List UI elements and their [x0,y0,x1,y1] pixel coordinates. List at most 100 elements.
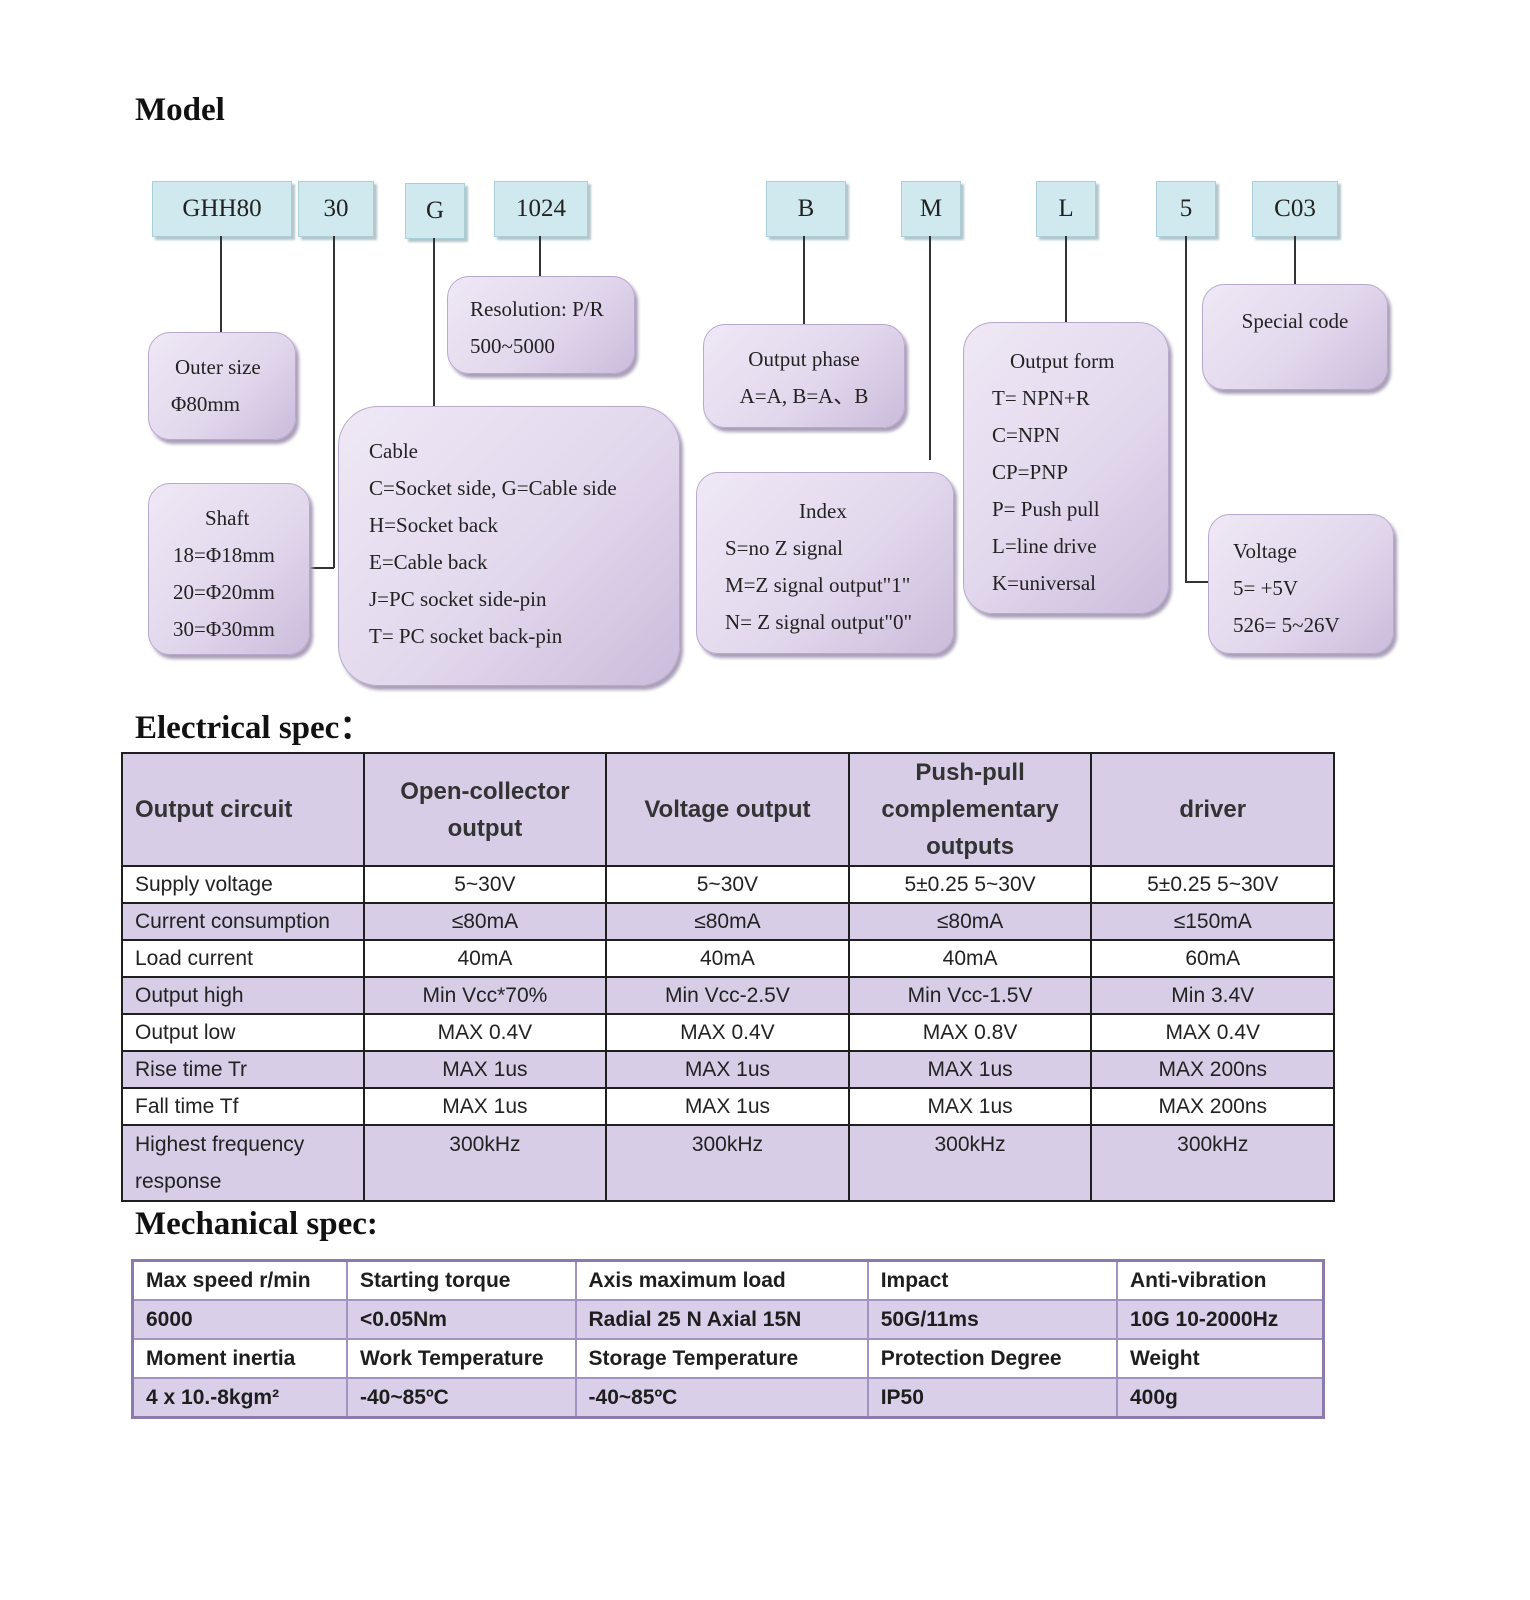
table-cell: Anti-vibration [1115,1259,1325,1301]
mechanical-spec-table: Max speed r/min Starting torque Axis max… [131,1259,1325,1419]
table-row: Supply voltage 5~30V 5~30V 5±0.25 5~30V … [121,865,1335,904]
table-cell: 6000 [131,1299,348,1340]
index-option: N= Z signal output"0" [725,610,913,634]
table-cell: 40mA [847,939,1093,978]
leader-special [1294,236,1296,284]
table-cell: 5±0.25 5~30V [847,865,1093,904]
leader-shaft-horizontal [310,567,334,569]
table-cell: 300kHz [847,1124,1093,1202]
leader-resolution [539,236,541,276]
table-cell: MAX 1us [605,1050,850,1089]
table-cell: Starting torque [345,1259,577,1301]
table-cell: 300kHz [605,1124,850,1202]
table-cell: MAX 1us [362,1050,608,1089]
table-cell: MAX 0.4V [1090,1013,1335,1052]
table-row: Load current 40mA 40mA 40mA 60mA [121,939,1335,978]
table-cell: 5~30V [605,865,850,904]
outer-size-title: Outer size [175,355,261,379]
code-cable: G [405,183,465,239]
leader-outer-size [220,236,222,332]
leader-index [929,236,931,460]
resolution-box: Resolution: P/R 500~5000 [447,276,635,374]
table-cell: Axis maximum load [574,1259,869,1301]
table-row: 6000 <0.05Nm Radial 25 N Axial 15N 50G/1… [131,1299,1325,1340]
output-form-option: L=line drive [992,534,1097,558]
table-row: Highest frequency response 300kHz 300kHz… [121,1124,1335,1202]
table-cell: 4 x 10.-8kgm² [131,1377,348,1419]
row-label: Fall time Tf [121,1087,365,1126]
leader-voltage-horizontal [1185,581,1209,583]
code-index: M [901,181,961,237]
electrical-spec-table: Output circuit Open-collector output Vol… [121,752,1335,1202]
cable-option: E=Cable back [369,550,488,574]
cable-title: Cable [369,439,418,463]
shaft-box: Shaft 18=Φ18mm 20=Φ20mm 30=Φ30mm [148,483,310,655]
output-form-option: C=NPN [992,423,1060,447]
index-title: Index [799,499,847,523]
row-label: Current consumption [121,902,365,941]
code-output-form: L [1036,181,1096,237]
header-cell: Output circuit [121,752,365,867]
table-cell: MAX 0.8V [847,1013,1093,1052]
index-option: S=no Z signal [725,536,844,560]
table-cell: -40~85ºC [574,1377,869,1419]
table-cell: MAX 1us [362,1087,608,1126]
table-cell: Min Vcc*70% [362,976,608,1015]
table-cell: ≤150mA [1090,902,1335,941]
row-label: Output high [121,976,365,1015]
table-cell: Work Temperature [345,1338,577,1379]
table-cell: 40mA [362,939,608,978]
leader-shaft [333,236,335,568]
table-cell: 40mA [605,939,850,978]
shaft-option: 18=Φ18mm [173,543,275,567]
table-cell: Moment inertia [131,1338,348,1379]
output-form-option: T= NPN+R [992,386,1090,410]
cable-box: Cable C=Socket side, G=Cable side H=Sock… [338,406,680,686]
special-code-box: Special code [1202,284,1388,390]
shaft-option: 30=Φ30mm [173,617,275,641]
electrical-spec-heading: Electrical spec： [135,710,373,746]
table-cell: MAX 1us [605,1087,850,1126]
code-special: C03 [1252,181,1338,237]
table-row: Fall time Tf MAX 1us MAX 1us MAX 1us MAX… [121,1087,1335,1126]
output-form-option: K=universal [992,571,1096,595]
voltage-option: 526= 5~26V [1233,613,1340,637]
table-row: 4 x 10.-8kgm² -40~85ºC -40~85ºC IP50 400… [131,1377,1325,1419]
table-row: Moment inertia Work Temperature Storage … [131,1338,1325,1379]
table-row: Max speed r/min Starting torque Axis max… [131,1259,1325,1301]
resolution-title: Resolution: P/R [470,297,604,321]
table-cell: MAX 1us [847,1050,1093,1089]
table-cell: ≤80mA [605,902,850,941]
table-cell: Min Vcc-2.5V [605,976,850,1015]
table-cell: <0.05Nm [345,1299,577,1340]
header-cell: driver [1090,752,1335,867]
header-cell: Open-collector output [362,752,608,867]
table-cell: Radial 25 N Axial 15N [574,1299,869,1340]
table-cell: Min Vcc-1.5V [847,976,1093,1015]
table-row: Current consumption ≤80mA ≤80mA ≤80mA ≤1… [121,902,1335,941]
output-phase-title: Output phase [748,347,860,371]
table-cell: Storage Temperature [574,1338,869,1379]
table-cell: Max speed r/min [131,1259,348,1301]
header-cell: Push-pull complementary outputs [847,752,1093,867]
table-cell: MAX 0.4V [362,1013,608,1052]
table-cell: MAX 0.4V [605,1013,850,1052]
resolution-range: 500~5000 [470,334,555,358]
leader-cable [433,238,435,406]
index-box: Index S=no Z signal M=Z signal output"1"… [696,472,954,654]
cable-option: T= PC socket back-pin [369,624,563,648]
table-cell: Min 3.4V [1090,976,1335,1015]
code-shaft: 30 [298,181,374,237]
code-voltage: 5 [1156,181,1216,237]
voltage-title: Voltage [1233,539,1297,563]
header-cell: Voltage output [605,752,850,867]
code-outer-size: GHH80 [152,181,292,237]
output-phase-box: Output phase A=A, B=A、B [703,324,905,428]
output-form-option: P= Push pull [992,497,1100,521]
mechanical-spec-heading: Mechanical spec: [135,1206,378,1242]
row-label: Supply voltage [121,865,365,904]
table-cell: MAX 200ns [1090,1050,1335,1089]
table-cell: MAX 200ns [1090,1087,1335,1126]
row-label: Highest frequency response [121,1124,365,1202]
leader-voltage [1185,236,1187,582]
